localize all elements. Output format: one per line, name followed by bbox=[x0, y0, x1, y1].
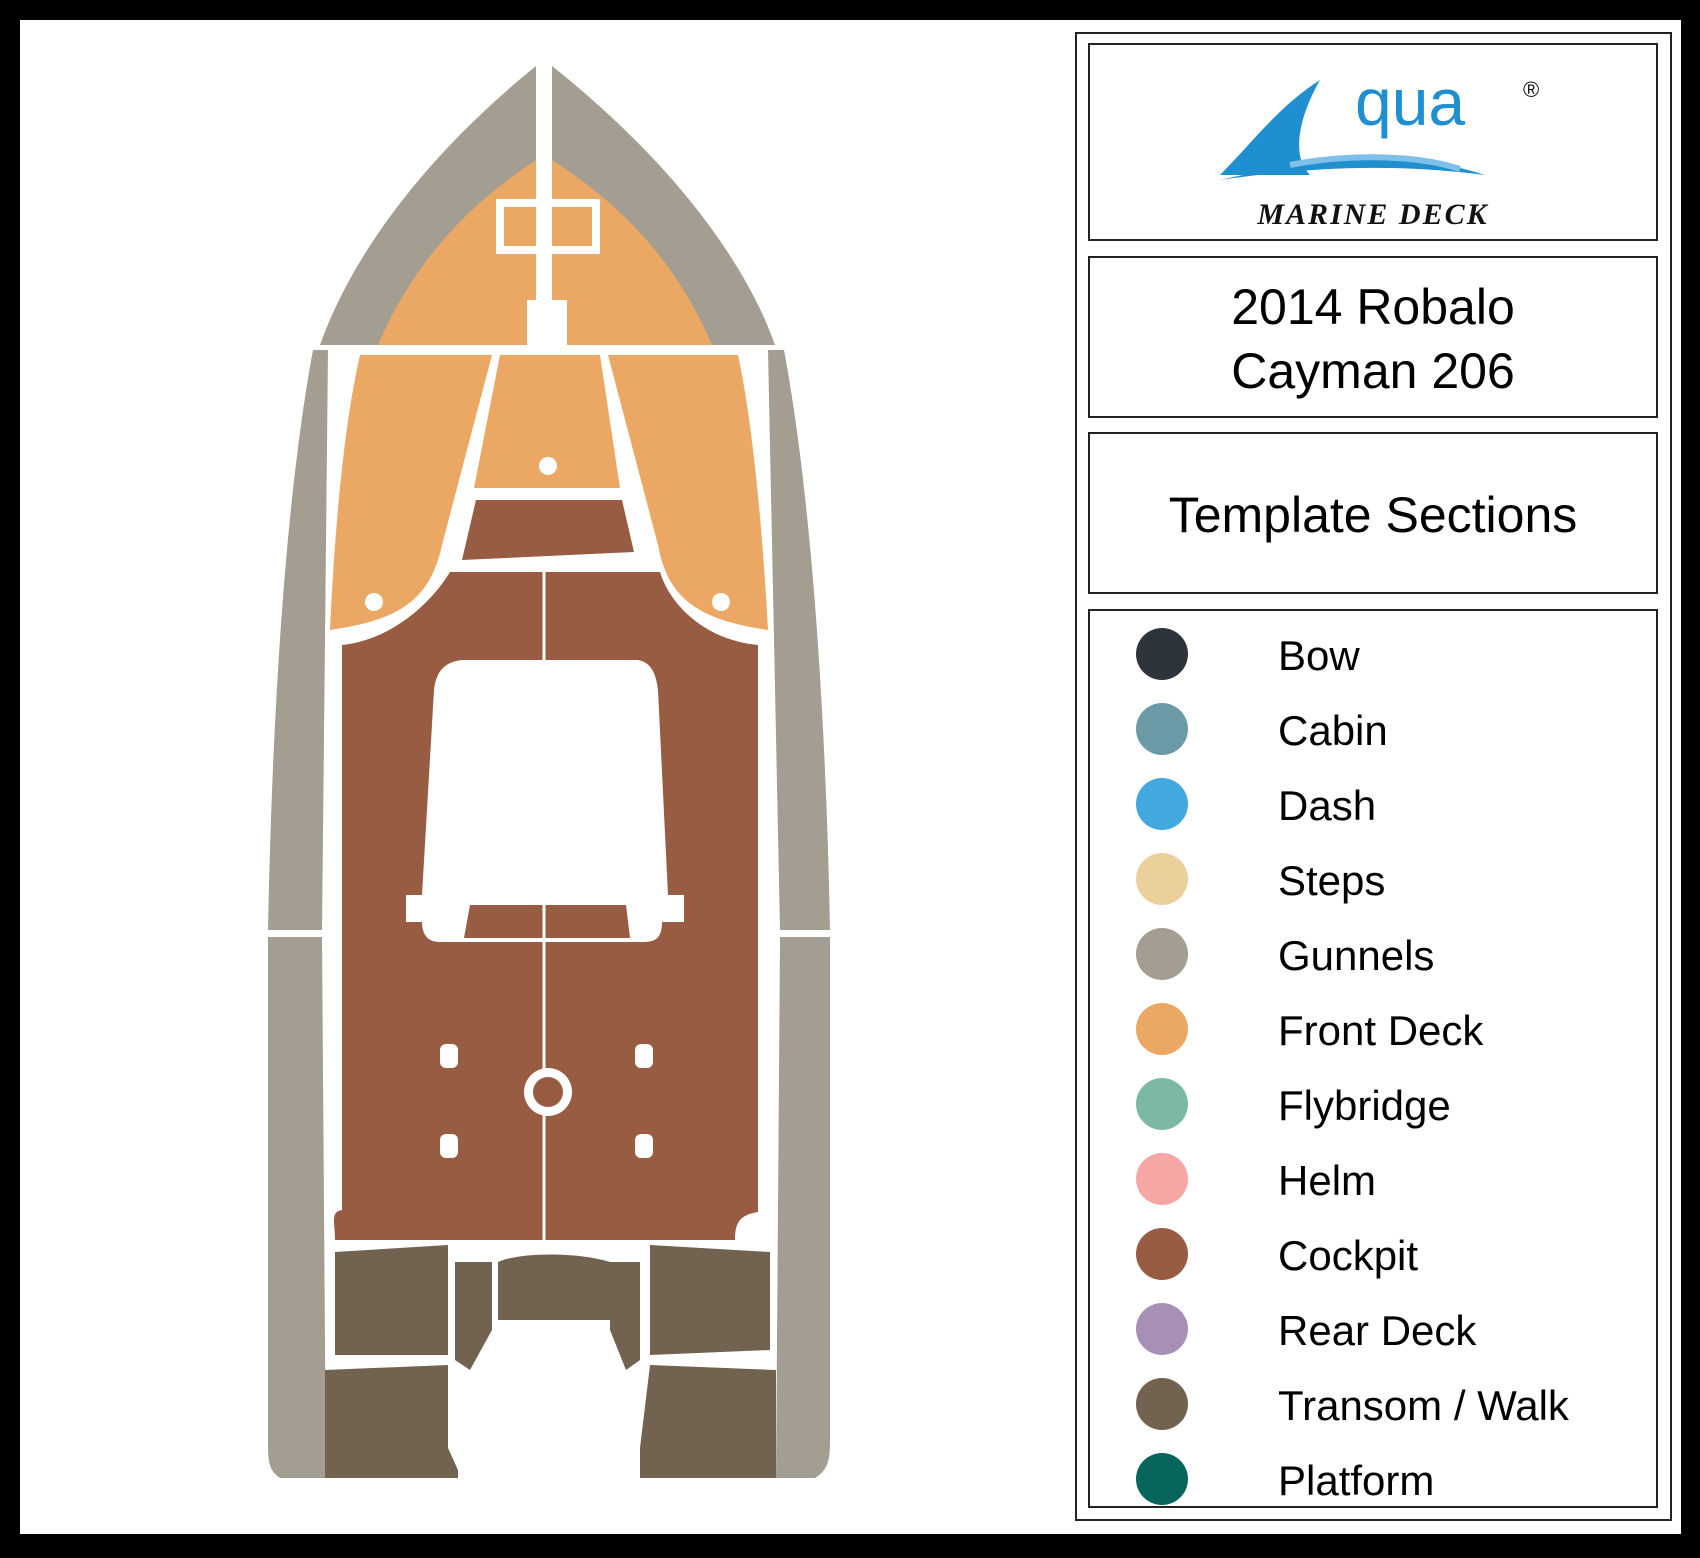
transom-section bbox=[325, 1245, 776, 1478]
legend-item: Front Deck bbox=[1090, 1001, 1656, 1061]
transom-port-walk bbox=[455, 1262, 492, 1370]
gunnel-port-mid bbox=[268, 350, 328, 930]
legend-item: Rear Deck bbox=[1090, 1301, 1656, 1361]
svg-text:qua: qua bbox=[1355, 65, 1465, 139]
title-box: 2014 Robalo Cayman 206 bbox=[1088, 256, 1658, 418]
cockpit-forward bbox=[462, 500, 634, 560]
helm-seat-pad bbox=[464, 905, 630, 938]
boat-deck-diagram bbox=[268, 66, 830, 1478]
transom-starboard-lower bbox=[640, 1365, 776, 1478]
brand-subtitle: MARINE DECK bbox=[1257, 198, 1489, 231]
cockpit-floor bbox=[333, 572, 758, 1240]
legend-label: Dash bbox=[1278, 782, 1377, 829]
front-deck-port bbox=[330, 355, 492, 630]
legend-swatch bbox=[1136, 778, 1188, 830]
legend-item: Flybridge bbox=[1090, 1076, 1656, 1136]
legend-item: Transom / Walk bbox=[1090, 1376, 1656, 1436]
legend-label: Cockpit bbox=[1278, 1232, 1419, 1279]
legend-label: Platform bbox=[1278, 1457, 1435, 1504]
legend-swatch bbox=[1136, 1303, 1188, 1355]
bow-hatch-outline bbox=[496, 199, 600, 254]
transom-starboard-walk bbox=[610, 1262, 640, 1370]
transom-center bbox=[498, 1254, 610, 1320]
aqua-logo-icon: qua ® bbox=[1220, 65, 1539, 180]
anchor-locker-cover bbox=[527, 300, 567, 345]
legend-item: Dash bbox=[1090, 776, 1656, 836]
transom-starboard-upper bbox=[650, 1245, 770, 1355]
legend-label: Rear Deck bbox=[1278, 1307, 1477, 1354]
front-deck-starboard bbox=[608, 355, 768, 630]
legend-label: Helm bbox=[1278, 1157, 1377, 1204]
sections-heading-box: Template Sections bbox=[1088, 432, 1658, 594]
legend-item: Cockpit bbox=[1090, 1226, 1656, 1286]
cockpit-section bbox=[333, 500, 758, 1240]
legend-label: Steps bbox=[1278, 857, 1386, 904]
legend-swatch bbox=[1136, 1453, 1188, 1505]
legend-label: Front Deck bbox=[1278, 1007, 1484, 1054]
legend-item: Platform bbox=[1090, 1451, 1656, 1511]
legend-label: Transom / Walk bbox=[1278, 1382, 1569, 1429]
gunnel-starboard-mid bbox=[768, 350, 830, 930]
legend-item: Cabin bbox=[1090, 701, 1656, 761]
boat-title-year-make: 2014 Robalo bbox=[1231, 279, 1515, 335]
legend-label: Flybridge bbox=[1278, 1082, 1451, 1129]
svg-text:®: ® bbox=[1523, 77, 1539, 102]
legend-swatch bbox=[1136, 1228, 1188, 1280]
legend-swatch bbox=[1136, 1153, 1188, 1205]
sections-heading: Template Sections bbox=[1168, 487, 1578, 543]
legend-swatch bbox=[1136, 628, 1188, 680]
gunnel-starboard-aft bbox=[776, 937, 830, 1478]
legend-swatch bbox=[1136, 1003, 1188, 1055]
wave-line bbox=[1220, 158, 1485, 180]
gunnel-port-aft bbox=[268, 937, 326, 1478]
transom-port-upper bbox=[335, 1245, 448, 1355]
legend-label: Gunnels bbox=[1278, 932, 1435, 979]
legend-panel bbox=[1075, 32, 1672, 1521]
legend-item: Bow bbox=[1090, 626, 1656, 686]
legend-swatch bbox=[1136, 1078, 1188, 1130]
legend-item: Gunnels bbox=[1090, 926, 1656, 986]
legend-item: Steps bbox=[1090, 851, 1656, 911]
wave-swoosh bbox=[1220, 80, 1320, 175]
legend-swatch bbox=[1136, 853, 1188, 905]
transom-port-lower bbox=[325, 1365, 458, 1478]
legend-item: Helm bbox=[1090, 1151, 1656, 1211]
legend-label: Bow bbox=[1278, 632, 1360, 679]
front-deck-center bbox=[474, 355, 620, 488]
legend-swatch bbox=[1136, 1378, 1188, 1430]
logo-box: qua ® MARINE DECK qua ® bbox=[1088, 43, 1658, 241]
legend-swatch bbox=[1136, 703, 1188, 755]
legend-label: Cabin bbox=[1278, 707, 1388, 754]
legend-swatch bbox=[1136, 928, 1188, 980]
boat-title-model: Cayman 206 bbox=[1231, 343, 1515, 399]
